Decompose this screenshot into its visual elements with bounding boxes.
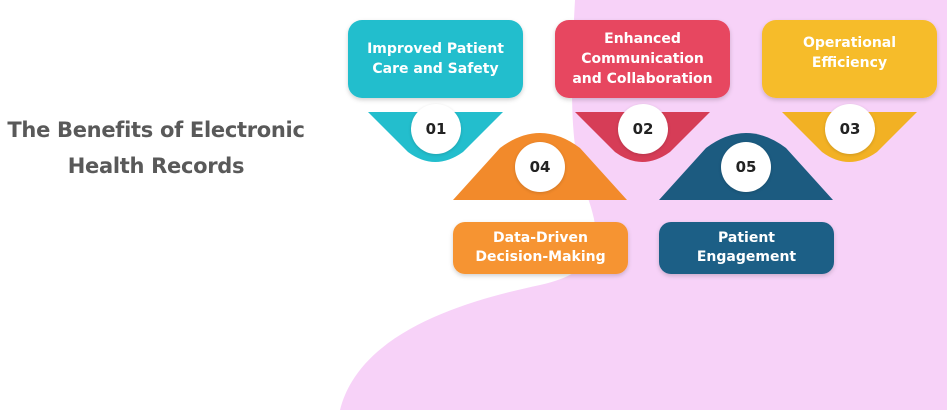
card-05-box xyxy=(659,222,834,274)
card-01-line-2: Care and Safety xyxy=(372,61,499,77)
card-02-line-1: Enhanced xyxy=(604,31,681,47)
card-05-label: Patient Engagement xyxy=(659,222,834,274)
card-03-line-2: Efficiency xyxy=(811,55,888,71)
title-line-2: Health Records xyxy=(67,154,245,178)
badge-05: 05 xyxy=(721,142,771,192)
card-05-line-1: Patient xyxy=(718,230,775,246)
title-line-1: The Benefits of Electronic xyxy=(7,118,305,142)
card-04-line-1: Data-Driven xyxy=(493,230,588,246)
badge-04: 04 xyxy=(515,142,565,192)
badge-02: 02 xyxy=(618,104,668,154)
card-02-line-3: and Collaboration xyxy=(572,71,713,87)
page-title: The Benefits of Electronic Health Record… xyxy=(0,112,312,184)
badge-03: 03 xyxy=(825,104,875,154)
card-03-box xyxy=(762,20,937,98)
badge-01: 01 xyxy=(411,104,461,154)
card-04-box xyxy=(453,222,628,274)
card-03-label: Operational Efficiency xyxy=(762,14,937,92)
card-03-line-1: Operational xyxy=(802,35,897,51)
card-05-line-2: Engagement xyxy=(696,249,797,265)
card-04-label: Data-Driven Decision-Making xyxy=(453,222,628,274)
card-02-line-2: Communication xyxy=(581,51,704,67)
card-04-line-2: Decision-Making xyxy=(475,249,606,265)
card-01-label: Improved Patient Care and Safety xyxy=(348,20,523,98)
card-01-line-1: Improved Patient xyxy=(367,41,504,57)
pink-background-blob xyxy=(340,0,947,410)
card-02-box xyxy=(555,20,730,98)
card-02-label: Enhanced Communication and Collaboration xyxy=(555,20,730,98)
card-01-box xyxy=(348,20,523,98)
